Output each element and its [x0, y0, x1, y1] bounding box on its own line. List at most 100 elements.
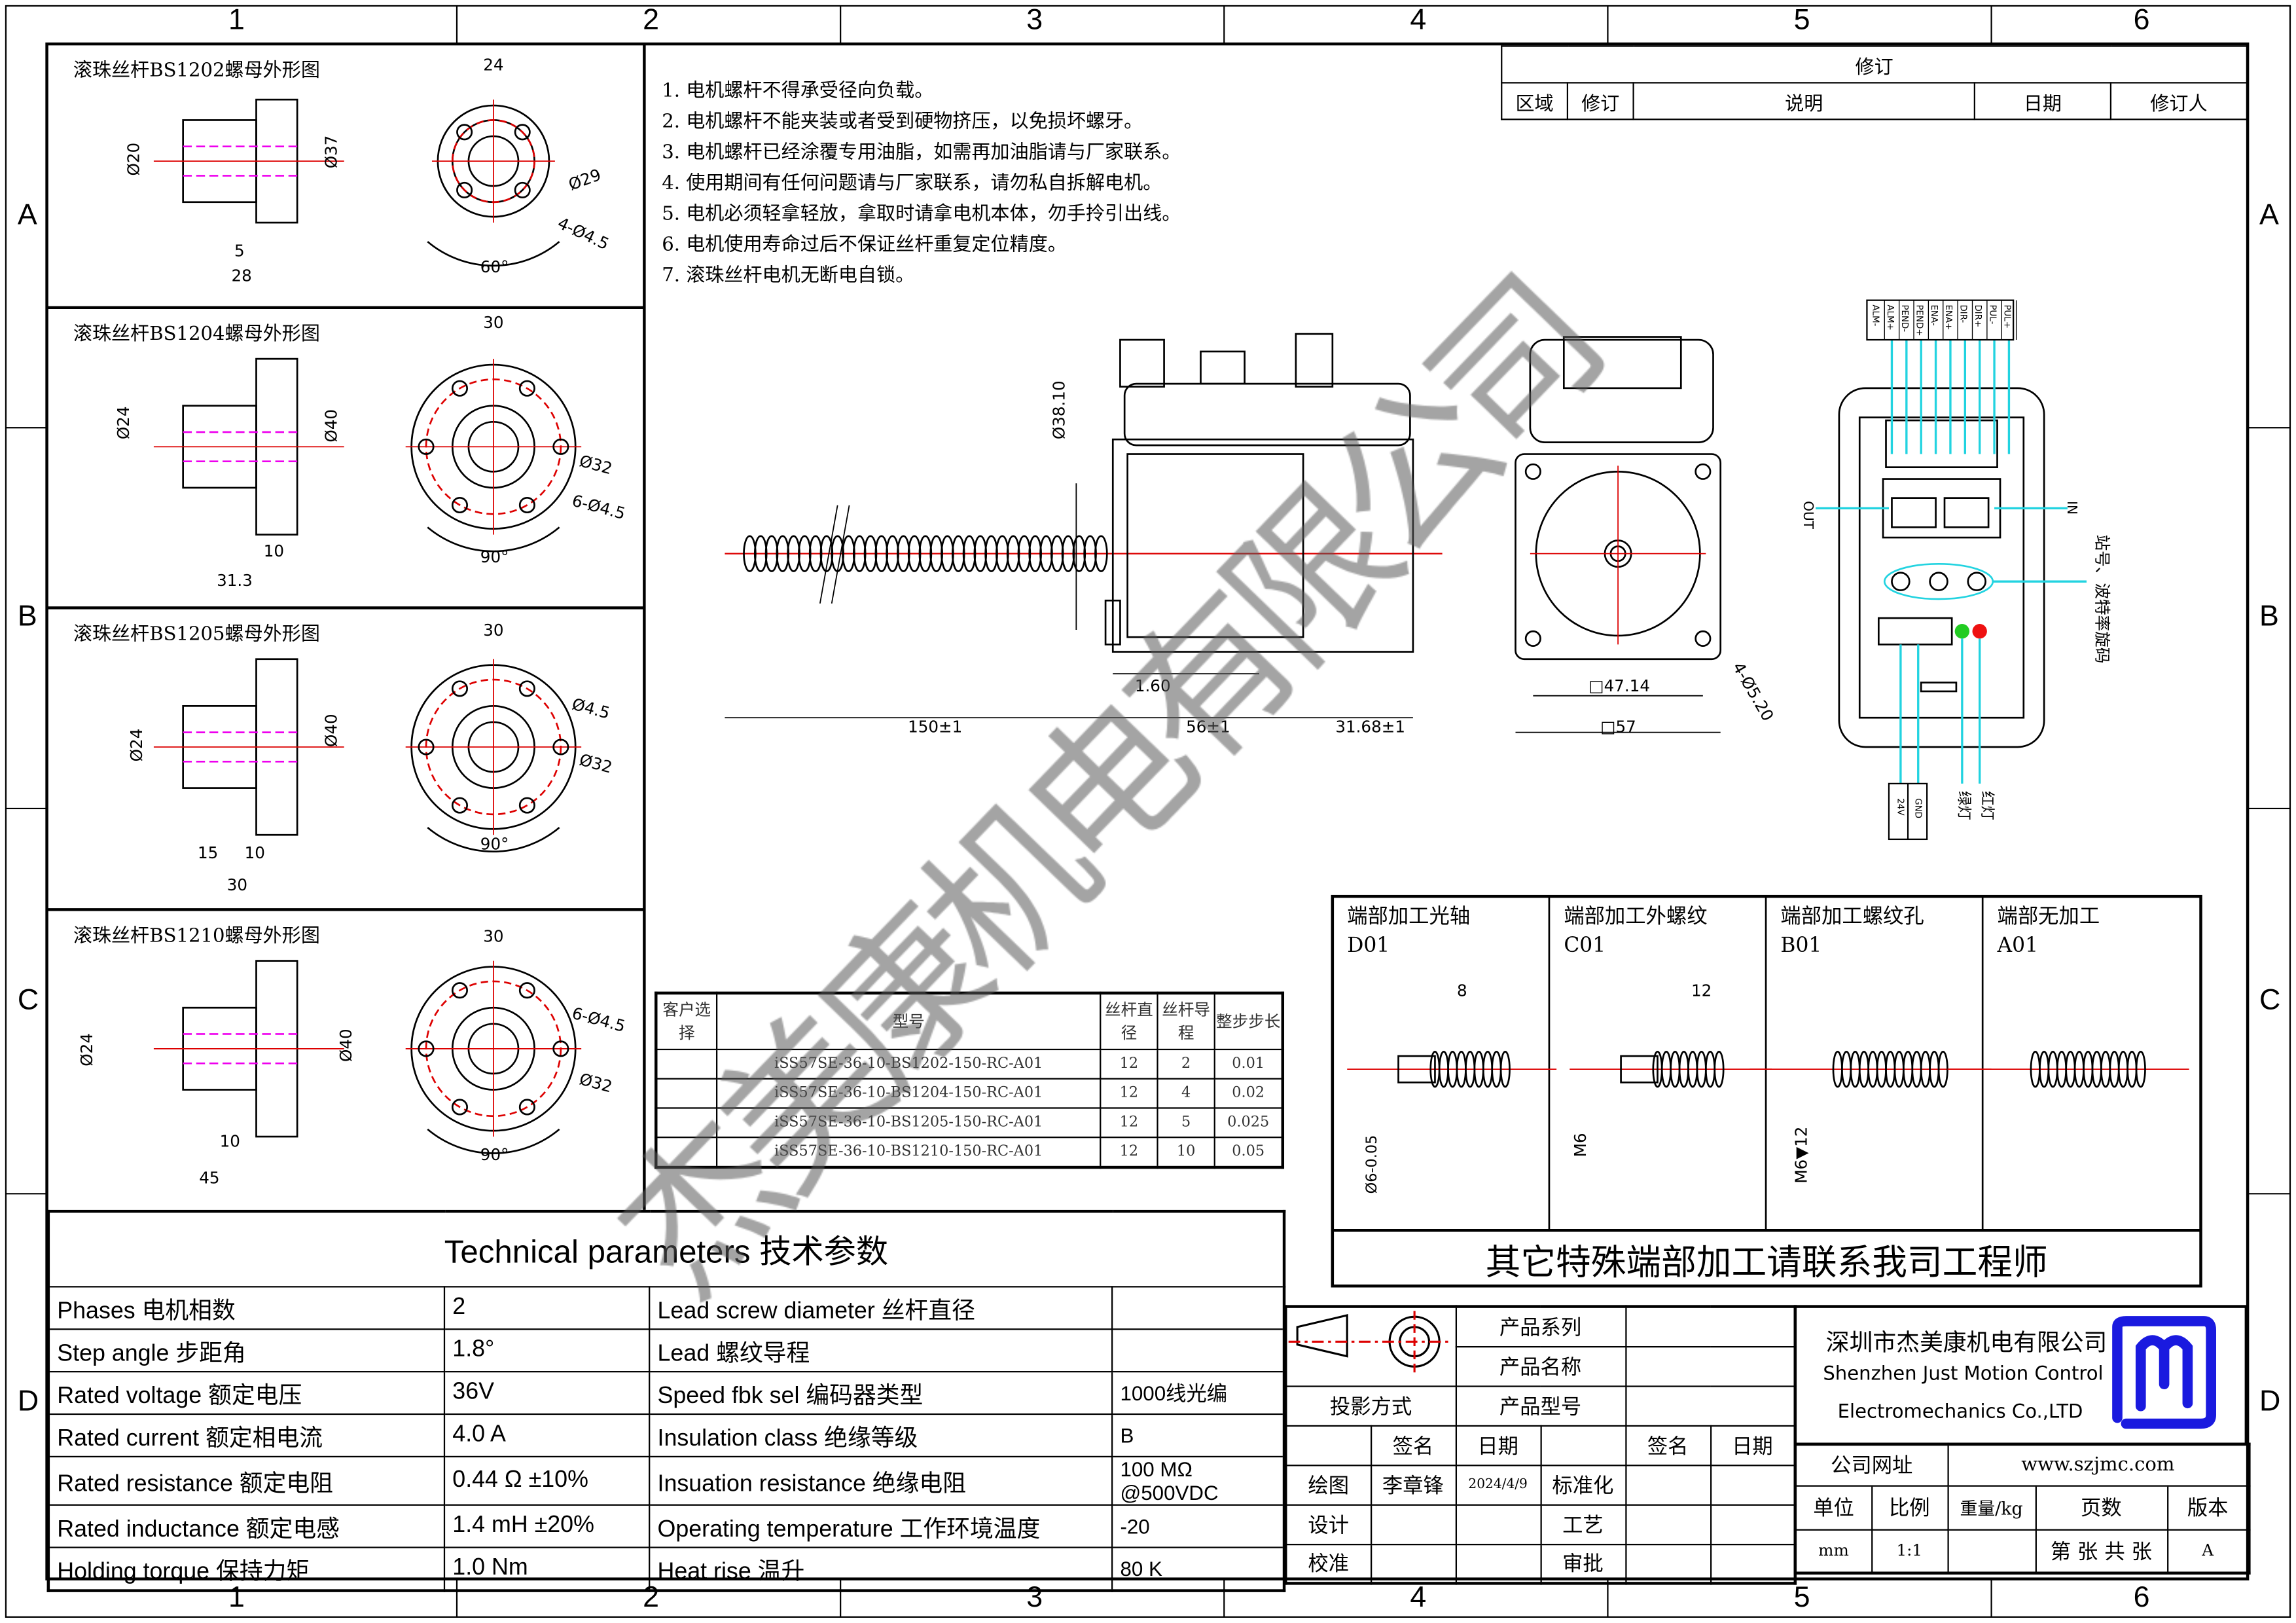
revision-header: 修订 [1566, 82, 1634, 120]
weight-label: 重量/kg [1946, 1484, 2036, 1530]
tech-label: Step angle 步距角 [47, 1328, 446, 1373]
driver-top-view [1529, 338, 1714, 443]
company-name-en-1: Shenzhen Just Motion Control [1823, 1363, 2104, 1386]
nut-dimension: 60° [480, 257, 509, 276]
zone-col-5: 5 [1793, 4, 1810, 37]
date-header: 日期 [1709, 1424, 1796, 1466]
version-label: 版本 [2166, 1484, 2250, 1530]
zone-row-d: D [17, 1385, 39, 1418]
tech-label: Rated inductance 额定电感 [47, 1504, 446, 1548]
company-block: 深圳市杰美康机电有限公司 Shenzhen Just Motion Contro… [1793, 1305, 2248, 1446]
tech-label: Rated resistance 额定电阻 [47, 1455, 446, 1506]
page-label: 页数 [2034, 1484, 2168, 1530]
dim-mount-holes: 4-Ø5.20 [1729, 659, 1777, 724]
nut-view-1 [153, 357, 582, 553]
company-name-en-2: Electromechanics Co.,LTD [1837, 1402, 2083, 1424]
zone-row-c: C [17, 984, 39, 1017]
signal-label: PUL- [1987, 304, 1997, 324]
nut-dimension: Ø40 [336, 1029, 355, 1062]
signal-label-strip: ALM-ALM+PEND-PEND+ENA-ENA+DIR-DIR+PUL-PU… [1866, 299, 2017, 341]
end-option-code: C01 [1564, 934, 1606, 958]
slash-cell [1539, 1424, 1626, 1466]
diameter-cell: 12 [1100, 1048, 1158, 1079]
nut-dimension: 28 [231, 266, 251, 285]
tech-value: 0.44 Ω ±10% [443, 1455, 651, 1506]
diameter-cell: 12 [1100, 1106, 1158, 1138]
nut-view-3 [153, 960, 582, 1154]
end-option-title: 端部加工外螺纹 [1564, 905, 1708, 929]
note-item: 6. 电机使用寿命过后不保证丝杆重复定位精度。 [662, 234, 1067, 257]
drawer-name: 李章锋 [1369, 1464, 1456, 1505]
zone-col-1: 1 [228, 4, 245, 37]
standard-label: 标准化 [1539, 1464, 1626, 1505]
customer-select-cell[interactable] [655, 1048, 718, 1079]
note-item: 1. 电机螺杆不得承受径向负载。 [662, 81, 934, 103]
scale-label: 比例 [1871, 1484, 1948, 1530]
tech-label: Speed fbk sel 编码器类型 [649, 1371, 1113, 1415]
tech-value: 4.0 A [443, 1413, 651, 1458]
customer-select-cell[interactable] [655, 1135, 718, 1168]
zone-row-a: A [17, 199, 37, 232]
dim-step: 1.60 [1135, 676, 1171, 695]
check-label: 校准 [1285, 1542, 1372, 1584]
sign-header: 签名 [1624, 1424, 1712, 1466]
dim-flange: □57 [1600, 718, 1636, 737]
projection-label: 投影方式 [1285, 1385, 1456, 1426]
nut-dimension: 45 [199, 1169, 219, 1188]
step-cell: 0.01 [1213, 1048, 1283, 1079]
approve-label: 审批 [1539, 1542, 1626, 1584]
name-value [1624, 1345, 1796, 1387]
model-cell: iSS57SE-36-10-BS1202-150-RC-A01 [715, 1048, 1102, 1079]
company-name-cn: 深圳市杰美康机电有限公司 [1825, 1328, 2108, 1357]
signal-label: PUL+ [2002, 304, 2012, 329]
page-value: 第 张 共 张 [2034, 1528, 2168, 1574]
customer-select-cell[interactable] [655, 1077, 718, 1108]
nut-dimension: Ø40 [322, 409, 341, 443]
series-label: 产品系列 [1454, 1305, 1626, 1347]
revision-header: 日期 [1973, 82, 2112, 120]
note-item: 5. 电机必须轻拿轻放，拿取时请拿电机本体，勿手拎引出线。 [662, 203, 1181, 226]
end-processing-footer: 其它特殊端部加工请联系我司工程师 [1485, 1242, 2048, 1283]
nut-view-title-bs1202: 滚珠丝杆BS1202螺母外形图 [73, 60, 320, 82]
rj45-ports [1882, 478, 2001, 539]
revision-header: 区域 [1501, 82, 1569, 120]
motor-front-view [1515, 336, 1722, 733]
model-cell: iSS57SE-36-10-BS1210-150-RC-A01 [715, 1135, 1102, 1168]
end-d01-dim-dia: Ø6-0.05 [1363, 1135, 1380, 1194]
nut-dimension: 90° [480, 547, 509, 566]
nut-dimension: 6-Ø4.5 [570, 1004, 628, 1036]
nut-dimension: Ø32 [577, 451, 614, 478]
model-value [1624, 1385, 1796, 1426]
nut-dimension: 31.3 [217, 571, 253, 590]
tech-value [1111, 1328, 1285, 1373]
nut-dimension: Ø4.5 [570, 695, 612, 723]
dim-hole-pitch: □47.14 [1588, 676, 1650, 695]
tech-label: Lead 螺纹导程 [649, 1328, 1113, 1373]
end-option-code: D01 [1347, 934, 1390, 958]
nut-view-2 [153, 658, 582, 852]
website-link[interactable]: www.szjmc.com [1946, 1443, 2250, 1486]
weight-value [1946, 1528, 2036, 1574]
nut-dimension: 30 [227, 875, 247, 894]
nut-dimension: 6-Ø4.5 [570, 491, 628, 523]
lead-cell: 10 [1157, 1135, 1215, 1168]
customer-select-cell[interactable] [655, 1106, 718, 1138]
nut-view-title-bs1205: 滚珠丝杆BS1205螺母外形图 [73, 624, 320, 646]
end-option-title: 端部加工螺纹孔 [1780, 905, 1924, 929]
end-d01-dim-length: 8 [1457, 981, 1467, 1000]
tech-title: Technical parameters 技术参数 [47, 1211, 1285, 1288]
motor-side-view [725, 333, 1443, 719]
projection-symbol-cell [1285, 1305, 1456, 1387]
lead-cell: 4 [1157, 1077, 1215, 1108]
nut-dimension: 90° [480, 835, 509, 854]
in-port-label: IN [2064, 501, 2080, 515]
